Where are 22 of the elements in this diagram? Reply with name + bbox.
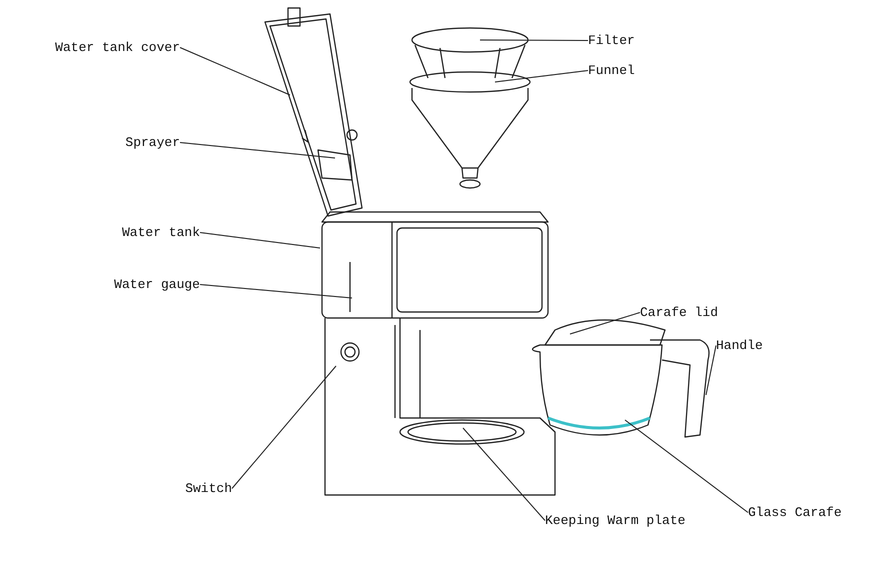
part-label: Keeping Warm plate: [545, 513, 686, 528]
part-label: Handle: [716, 338, 763, 353]
part-label: Funnel: [588, 63, 635, 78]
part-label: Carafe lid: [640, 305, 718, 320]
leader-line: [180, 142, 336, 158]
part-label: Filter: [588, 33, 635, 48]
leader-line: [200, 284, 352, 298]
leader-line: [200, 232, 320, 248]
leader-line: [462, 428, 546, 521]
leader-line: [570, 312, 640, 334]
leader-line: [624, 420, 748, 513]
leader-line: [494, 70, 588, 82]
leader-line: [706, 345, 716, 396]
part-label: Water tank: [122, 225, 200, 240]
leader-line: [180, 47, 290, 96]
leader-line: [480, 40, 588, 41]
leader-line: [232, 366, 336, 489]
part-label: Water tank cover: [55, 40, 180, 55]
part-label: Glass Carafe: [748, 505, 842, 520]
part-label: Switch: [185, 481, 232, 496]
part-label: Water gauge: [114, 277, 200, 292]
part-label: Sprayer: [125, 135, 180, 150]
